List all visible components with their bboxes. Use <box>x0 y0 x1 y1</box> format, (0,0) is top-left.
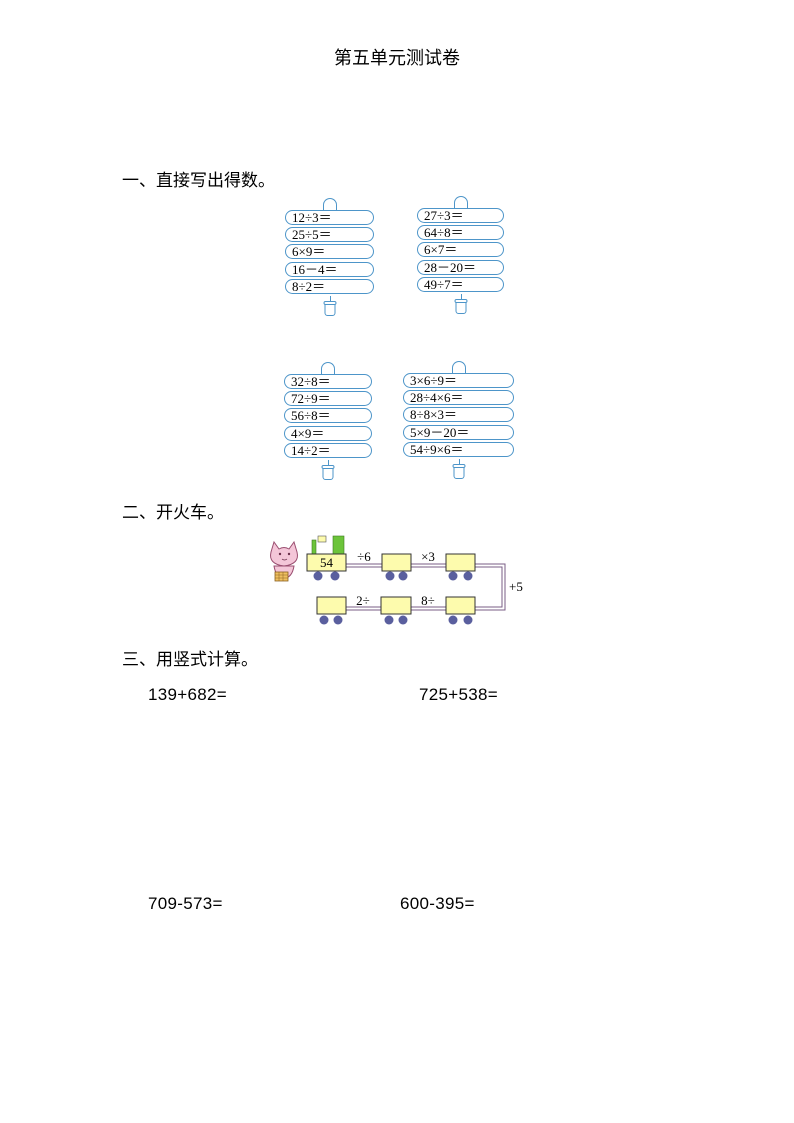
train-op: ÷6 <box>357 549 371 564</box>
tag-hanger <box>453 196 468 209</box>
train-car <box>381 553 412 581</box>
problem-card: 27÷3＝ <box>417 208 504 223</box>
calc-problem: 725+538= <box>419 685 498 704</box>
train-car <box>445 553 476 581</box>
problem-card: 5×9－20＝ <box>403 424 514 440</box>
problem-card: 56÷8＝ <box>284 408 372 424</box>
train-car <box>445 596 476 625</box>
problem-card: 28÷4×6＝ <box>403 390 514 406</box>
train-car <box>380 596 412 625</box>
problem-card: 54÷9×6＝ <box>403 441 514 457</box>
cat-icon <box>270 540 298 582</box>
tag-hanger <box>451 361 466 374</box>
cup-icon <box>454 299 467 314</box>
problem-card: 4×9＝ <box>284 425 372 441</box>
problem-card: 14÷2＝ <box>284 442 372 458</box>
problem-card: 28－20＝ <box>417 259 504 275</box>
train-engine: 54 <box>306 535 347 581</box>
problem-card: 3×6÷9＝ <box>403 373 514 388</box>
problem-card: 72÷9＝ <box>284 391 372 407</box>
train-car <box>316 596 347 625</box>
train-op: 8÷ <box>421 593 435 608</box>
problem-card: 25÷5＝ <box>285 227 374 243</box>
section-heading-vertical-calc: 三、用竖式计算。 <box>122 650 258 669</box>
problem-card: 49÷7＝ <box>417 276 504 292</box>
problem-card: 16－4＝ <box>285 261 374 277</box>
train-op: ×3 <box>421 549 435 564</box>
train-op: +5 <box>509 579 523 594</box>
calc-problem: 600-395= <box>400 894 475 913</box>
cup-icon <box>321 465 335 480</box>
train-op: 2÷ <box>356 593 370 608</box>
page-title: 第五单元测试卷 <box>334 48 460 68</box>
answer-tag-2: 27÷3＝ 64÷8＝ 6×7＝ 28－20＝ 49÷7＝ <box>417 196 504 314</box>
problem-card: 8÷8×3＝ <box>403 407 514 423</box>
train-start-value: 54 <box>320 555 334 570</box>
answer-tag-4: 3×6÷9＝ 28÷4×6＝ 8÷8×3＝ 5×9－20＝ 54÷9×6＝ <box>403 361 514 479</box>
section-heading-direct-answers: 一、直接写出得数。 <box>122 171 275 190</box>
cup-icon <box>323 301 336 316</box>
calc-problem: 709-573= <box>148 894 223 913</box>
problem-card: 12÷3＝ <box>285 210 374 225</box>
problem-card: 6×7＝ <box>417 242 504 258</box>
tag-hanger <box>321 362 335 375</box>
train-diagram: 54 ÷6 ×3 +5 2÷ 8÷ <box>262 530 542 635</box>
problem-card: 8÷2＝ <box>285 278 374 294</box>
problem-card: 64÷8＝ <box>417 225 504 241</box>
answer-tag-3: 32÷8＝ 72÷9＝ 56÷8＝ 4×9＝ 14÷2＝ <box>284 362 372 480</box>
cup-icon <box>452 464 465 479</box>
problem-card: 32÷8＝ <box>284 374 372 389</box>
calc-problem: 139+682= <box>148 685 227 704</box>
section-heading-train: 二、开火车。 <box>122 503 224 522</box>
answer-tag-1: 12÷3＝ 25÷5＝ 6×9＝ 16－4＝ 8÷2＝ <box>285 198 374 316</box>
problem-card: 6×9＝ <box>285 244 374 260</box>
train-track <box>346 563 506 611</box>
tag-hanger <box>322 198 337 211</box>
